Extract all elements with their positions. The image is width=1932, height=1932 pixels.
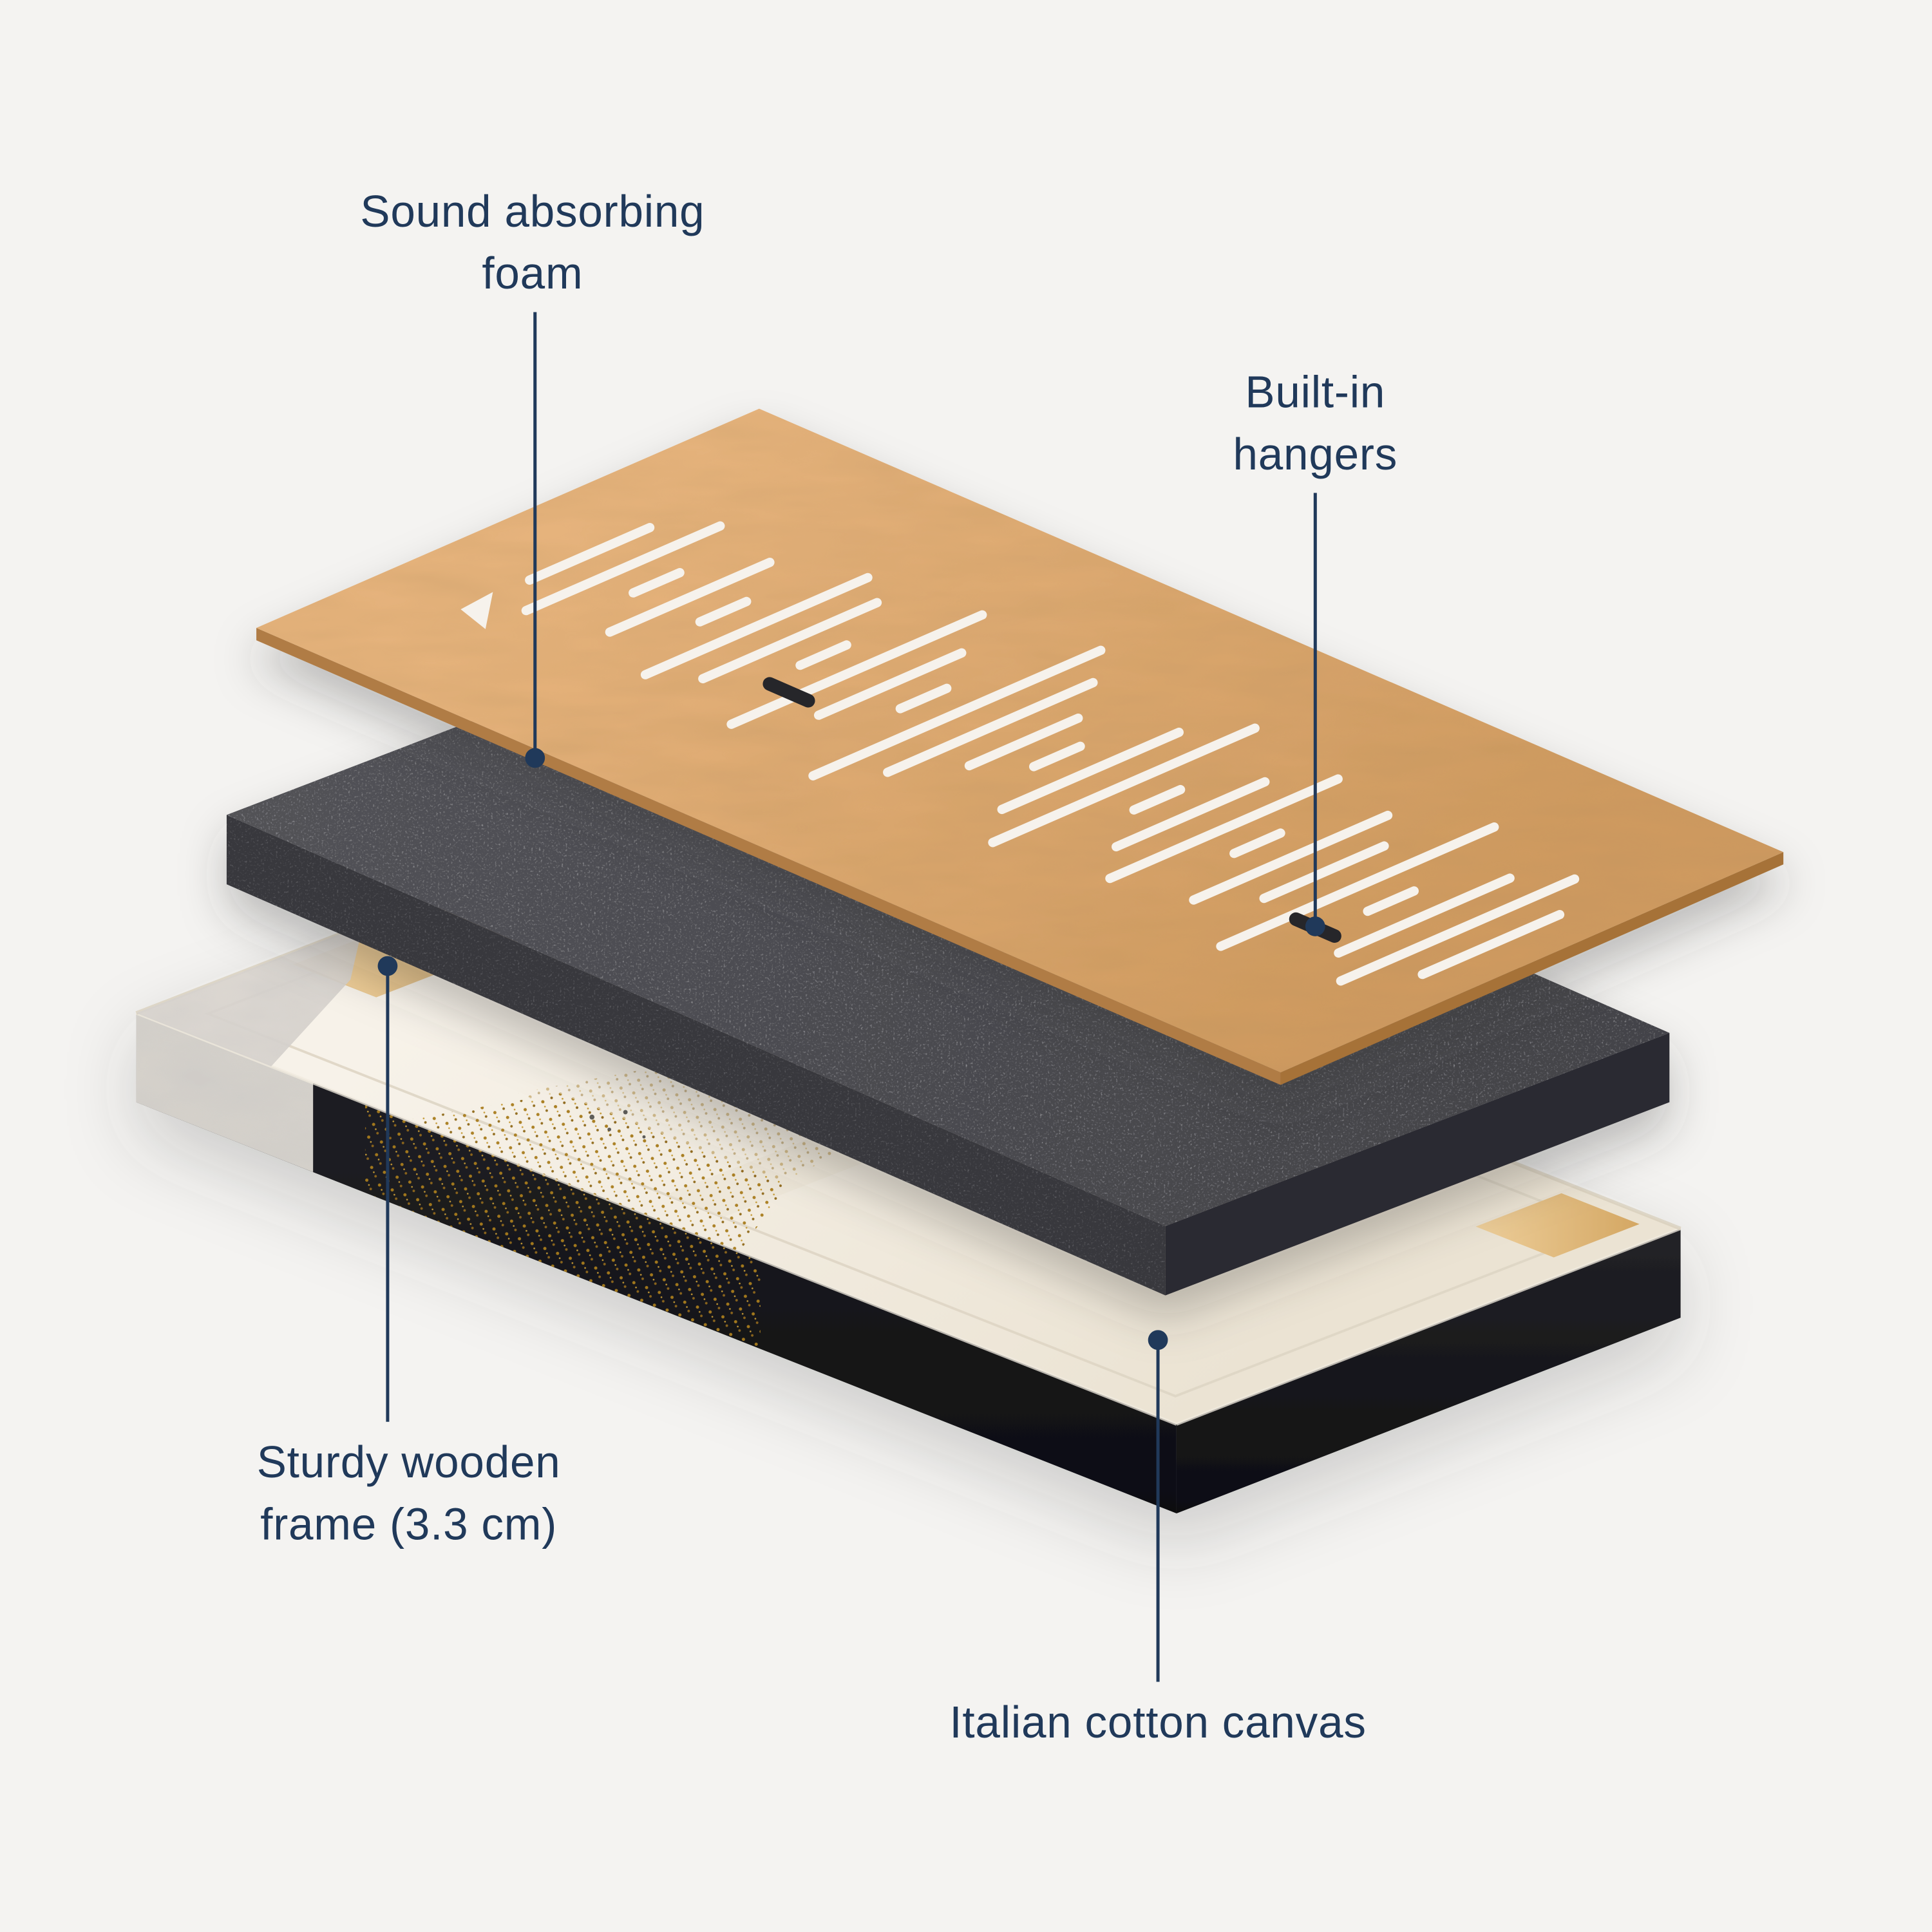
canvas-back-dark-specks (589, 1110, 646, 1139)
soundwave-slot (1417, 909, 1565, 980)
soundwave-slot (1189, 810, 1393, 905)
board-play-triangle-cutout (460, 592, 493, 629)
soundwave-slot (1229, 828, 1285, 858)
board-edge-left (256, 628, 1281, 1085)
label-built-in-hangers: Built-in hangers (1233, 366, 1398, 479)
board-edge-right (1280, 852, 1784, 1085)
soundwave-slot (695, 596, 752, 627)
soundwave-slot (813, 648, 967, 720)
foam-side-speckle (226, 815, 1166, 1296)
canvas-side-front-right (1176, 1228, 1681, 1513)
soundwave-slot (629, 568, 685, 598)
canvas-side-marble-texture (136, 1013, 314, 1172)
canvas-back-gold-dense (406, 1093, 788, 1252)
foam-side-front-right (1165, 1032, 1670, 1296)
soundwave-slot (1363, 886, 1419, 916)
leader-dot-hangers (1305, 916, 1325, 936)
soundwave-slot (525, 523, 655, 585)
annotations (377, 312, 1325, 1682)
soundwave-slot (1112, 777, 1270, 852)
soundwave-slot (1028, 741, 1085, 772)
soundwave-slot (726, 610, 987, 729)
canvas-back-gold-sparse (518, 1062, 868, 1192)
soundwave-slot (1105, 774, 1343, 884)
soundwave-slot (521, 521, 725, 616)
soundwave-slot (1216, 822, 1499, 951)
canvas-side-gold-speckle (365, 1103, 761, 1349)
soundwave-slot (640, 573, 873, 679)
soundwave-slot (883, 677, 1098, 777)
leader-dot-canvas (1148, 1330, 1168, 1350)
layer-soundwave-board (256, 408, 1784, 1085)
soundwave-slot (997, 727, 1184, 815)
soundwave-slot (1129, 784, 1186, 815)
soundwave-slot (795, 640, 851, 670)
soundwave-slot (1334, 873, 1515, 958)
wooden-bar-right-corner (1475, 1193, 1640, 1258)
canvas-fold-highlight-right (1176, 1227, 1681, 1426)
soundwave-slot (895, 683, 952, 714)
label-italian-cotton-canvas: Italian cotton canvas (949, 1696, 1367, 1748)
soundwave-slot (988, 723, 1260, 848)
canvas-back-marble-corner-texture (136, 925, 363, 1066)
soundwave-slot (808, 645, 1106, 781)
leader-dot-foam (525, 748, 545, 768)
leader-dot-frame (377, 956, 398, 976)
soundwave-cutouts (521, 521, 1580, 986)
soundwave-slot (698, 598, 882, 684)
soundwave-slot (1259, 841, 1389, 904)
label-sturdy-wooden-frame: Sturdy wooden frame (3.3 cm) (256, 1436, 561, 1549)
soundwave-slot (605, 558, 775, 637)
label-sound-absorbing-foam: Sound absorbing foam (360, 185, 705, 298)
soundwave-slot (1336, 874, 1580, 986)
hanger-slot-1 (762, 677, 815, 708)
soundwave-slot (964, 713, 1083, 771)
